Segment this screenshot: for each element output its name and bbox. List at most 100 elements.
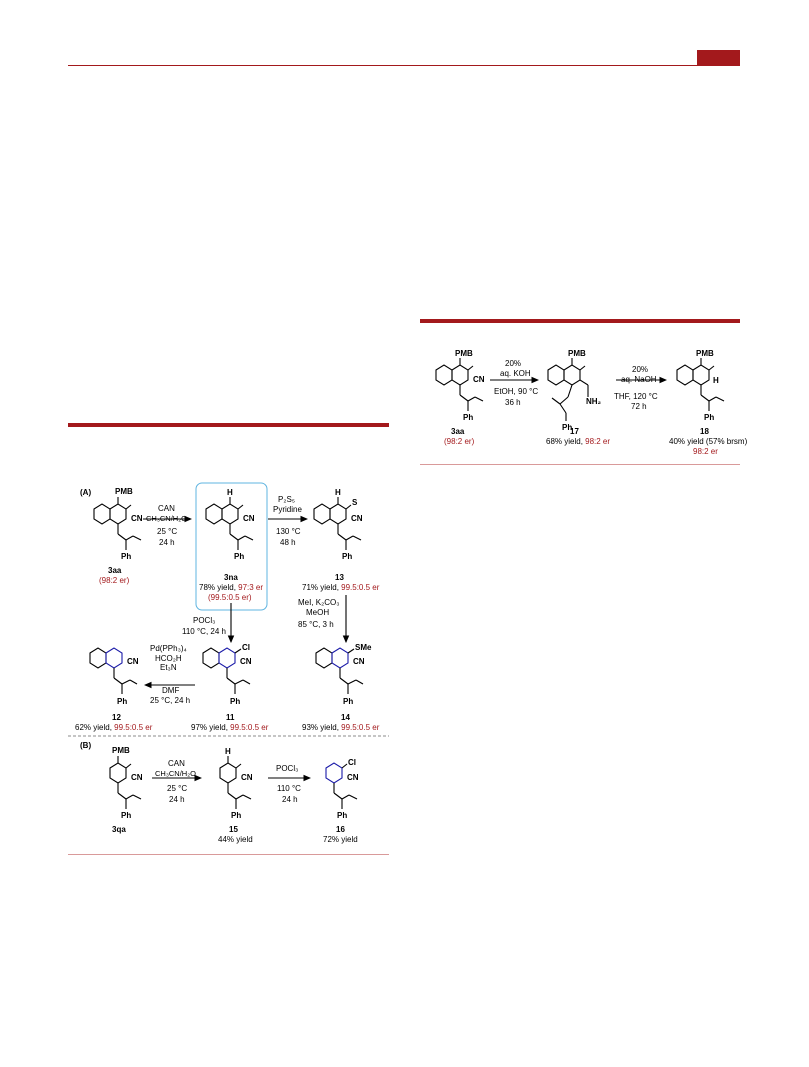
svg-text:Et₃N: Et₃N (160, 663, 177, 672)
svg-text:62% yield, 99.5:0.5 er: 62% yield, 99.5:0.5 er (75, 723, 153, 732)
svg-text:Ph: Ph (342, 552, 352, 561)
compound-3na: H CN Ph 3na 78% yield, 97:3 er (99.5:0.5… (199, 488, 263, 602)
header-rule (68, 65, 740, 66)
compound-3qa: PMB CN Ph 3qa (109, 746, 143, 834)
svg-text:25 °C, 24 h: 25 °C, 24 h (150, 696, 190, 705)
svg-text:PMB: PMB (568, 349, 586, 358)
svg-text:98:2 er: 98:2 er (693, 447, 718, 456)
svg-text:Cl: Cl (242, 643, 250, 652)
svg-text:3aa: 3aa (451, 427, 465, 436)
svg-text:CN: CN (473, 375, 485, 384)
svg-text:24 h: 24 h (159, 538, 175, 547)
svg-text:SMe: SMe (355, 643, 372, 652)
svg-text:THF, 120 °C: THF, 120 °C (614, 392, 658, 401)
svg-text:Pyridine: Pyridine (273, 505, 302, 514)
svg-text:Pd(PPh₃)₄: Pd(PPh₃)₄ (150, 644, 187, 653)
compound-15: H CN Ph 15 44% yield (218, 747, 253, 844)
compound-18: PMB H Ph 18 40% yield (57% brsm) 98:2 er (669, 349, 748, 456)
svg-text:Ph: Ph (230, 697, 240, 706)
svg-text:CH₃CN/H₂O: CH₃CN/H₂O (155, 769, 196, 778)
svg-text:Ph: Ph (231, 811, 241, 820)
svg-text:78% yield, 97:3 er: 78% yield, 97:3 er (199, 583, 263, 592)
compound-16: Cl CN Ph 16 72% yield (323, 758, 359, 844)
svg-text:CN: CN (243, 514, 255, 523)
compound-3aa-b: PMB CN Ph 3aa (98:2 er) (435, 349, 485, 446)
svg-text:H: H (713, 376, 719, 385)
svg-text:97% yield, 99.5:0.5 er: 97% yield, 99.5:0.5 er (191, 723, 269, 732)
svg-text:24 h: 24 h (282, 795, 298, 804)
svg-text:40% yield (57% brsm): 40% yield (57% brsm) (669, 437, 748, 446)
svg-text:Ph: Ph (704, 413, 714, 422)
svg-text:CN: CN (353, 657, 365, 666)
svg-text:DMF: DMF (162, 686, 179, 695)
panel-a-label: (A) (80, 488, 91, 497)
svg-text:11: 11 (226, 713, 235, 722)
svg-text:POCl₃: POCl₃ (276, 764, 298, 773)
svg-text:85 °C, 3 h: 85 °C, 3 h (298, 620, 334, 629)
compound-3aa: PMB CN Ph 3aa (98:2 er) (93, 487, 143, 585)
svg-text:72 h: 72 h (631, 402, 647, 411)
svg-text:aq. NaOH: aq. NaOH (621, 375, 657, 384)
svg-text:17: 17 (570, 427, 579, 436)
svg-text:CN: CN (351, 514, 363, 523)
svg-text:71% yield, 99.5:0.5 er: 71% yield, 99.5:0.5 er (302, 583, 380, 592)
svg-text:25 °C: 25 °C (167, 784, 187, 793)
svg-text:72% yield: 72% yield (323, 835, 358, 844)
compound-11: Cl CN Ph 11 97% yield, 99.5:0.5 er (191, 643, 269, 732)
svg-text:HCO₂H: HCO₂H (155, 654, 182, 663)
compound-17: PMB NH₂ Ph 17 68% yield, 98:2 er (546, 349, 610, 446)
svg-text:Cl: Cl (348, 758, 356, 767)
scheme-a-top-rule (68, 423, 389, 427)
svg-text:25 °C: 25 °C (157, 527, 177, 536)
scheme-b-top-rule (420, 319, 740, 323)
svg-text:Ph: Ph (117, 697, 127, 706)
svg-text:PMB: PMB (455, 349, 473, 358)
svg-text:130 °C: 130 °C (276, 527, 301, 536)
svg-text:44% yield: 44% yield (218, 835, 253, 844)
panel-b-label: (B) (80, 741, 91, 750)
svg-text:MeI, K₂CO₃: MeI, K₂CO₃ (298, 598, 339, 607)
svg-text:PMB: PMB (696, 349, 714, 358)
svg-text:Ph: Ph (343, 697, 353, 706)
svg-text:110 °C, 24 h: 110 °C, 24 h (182, 627, 226, 636)
svg-text:PMB: PMB (112, 746, 130, 755)
svg-text:CN: CN (240, 657, 252, 666)
svg-text:CN: CN (131, 514, 143, 523)
svg-text:14: 14 (341, 713, 350, 722)
svg-text:48 h: 48 h (280, 538, 296, 547)
svg-text:NH₂: NH₂ (586, 397, 602, 406)
header-tab (697, 50, 740, 65)
compound-14: SMe CN Ph 14 93% yield, 99.5:0.5 er (302, 643, 380, 732)
svg-text:(98:2 er): (98:2 er) (444, 437, 475, 446)
svg-text:Ph: Ph (121, 811, 131, 820)
svg-text:110 °C: 110 °C (277, 784, 301, 793)
svg-text:3qa: 3qa (112, 825, 126, 834)
svg-text:(99.5:0.5 er): (99.5:0.5 er) (208, 593, 252, 602)
svg-text:CAN: CAN (168, 759, 185, 768)
compound-13: H S CN Ph 13 71% yield, 99.5:0.5 er (302, 488, 380, 592)
svg-text:Ph: Ph (337, 811, 347, 820)
svg-text:CN: CN (241, 773, 253, 782)
svg-text:13: 13 (335, 573, 344, 582)
svg-text:93% yield, 99.5:0.5 er: 93% yield, 99.5:0.5 er (302, 723, 380, 732)
svg-text:16: 16 (336, 825, 345, 834)
svg-text:18: 18 (700, 427, 709, 436)
svg-text:CAN: CAN (158, 504, 175, 513)
scheme-a-bottom-rule (68, 854, 389, 855)
svg-text:H: H (227, 488, 233, 497)
svg-text:20%: 20% (505, 359, 521, 368)
compound-12: CN Ph 12 62% yield, 99.5:0.5 er (75, 647, 153, 732)
svg-text:CH₃CN/H₂O: CH₃CN/H₂O (146, 514, 187, 523)
svg-text:aq. KOH: aq. KOH (500, 369, 531, 378)
svg-text:68% yield, 98:2 er: 68% yield, 98:2 er (546, 437, 610, 446)
svg-text:Ph: Ph (463, 413, 473, 422)
svg-text:CN: CN (127, 657, 139, 666)
scheme-b-bottom-rule (420, 464, 740, 465)
svg-text:15: 15 (229, 825, 238, 834)
svg-text:CN: CN (347, 773, 359, 782)
svg-text:MeOH: MeOH (306, 608, 329, 617)
svg-text:S: S (352, 498, 358, 507)
svg-text:Ph: Ph (234, 552, 244, 561)
svg-text:36 h: 36 h (505, 398, 521, 407)
